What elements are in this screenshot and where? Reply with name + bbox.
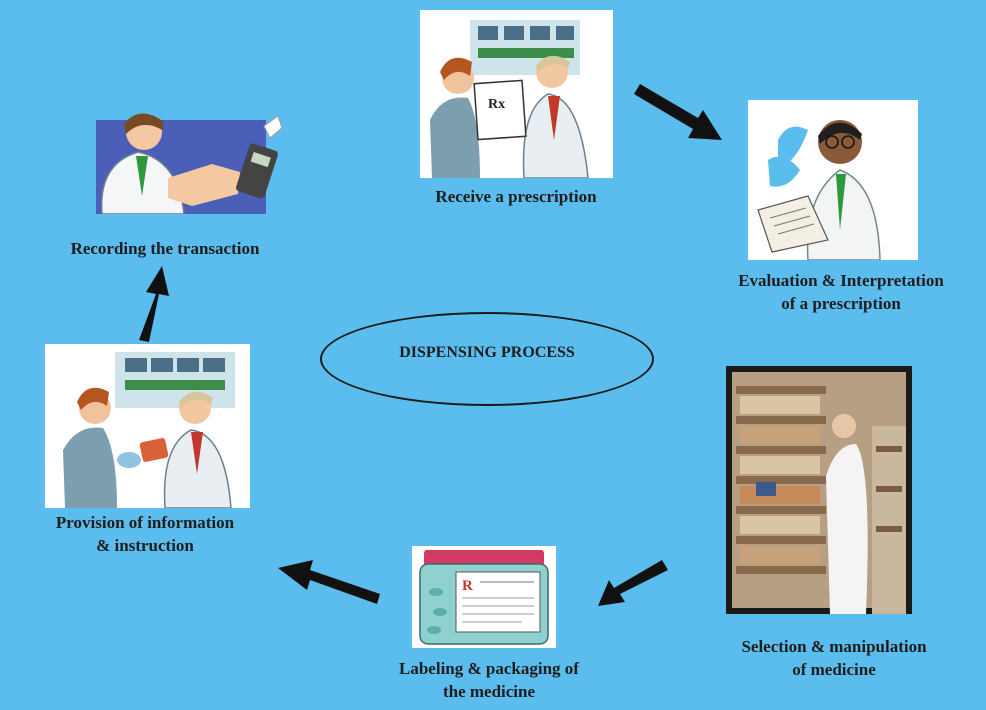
pharmacist-counseling-illustration — [45, 344, 250, 508]
step-recording-transaction-label: Recording the transaction — [70, 239, 260, 258]
cash-register-illustration — [92, 106, 284, 214]
arrow-labeling-to-provision — [278, 560, 380, 604]
step-selection-manipulation-label: Selection & manipulation of medicine — [741, 637, 927, 679]
pharmacist-reading-illustration — [748, 100, 918, 260]
labeled-medicine-jar-illustration: R — [412, 546, 556, 648]
step-evaluation-interpretation-label: Evaluation & Interpretation of a prescri… — [738, 271, 944, 313]
arrow-selection-to-labeling — [598, 560, 668, 606]
step-receive-prescription-label: Receive a prescription — [435, 187, 597, 206]
jar-label-symbol-text: R — [462, 578, 473, 594]
step-provision-information-label: Provision of information & instruction — [55, 513, 235, 555]
pharmacy-shelves-photo — [726, 366, 912, 614]
arrow-provision-to-recording — [139, 266, 169, 342]
center-ellipse — [320, 312, 654, 406]
center-title: DISPENSING PROCESS — [399, 344, 575, 361]
pharmacist-receiving-rx-illustration: Rx — [420, 10, 613, 178]
rx-symbol-text: Rx — [488, 97, 505, 112]
arrow-receive-to-evaluate — [634, 84, 722, 140]
step-labeling-packaging-label: Labeling & packaging of the medicine — [399, 659, 579, 701]
